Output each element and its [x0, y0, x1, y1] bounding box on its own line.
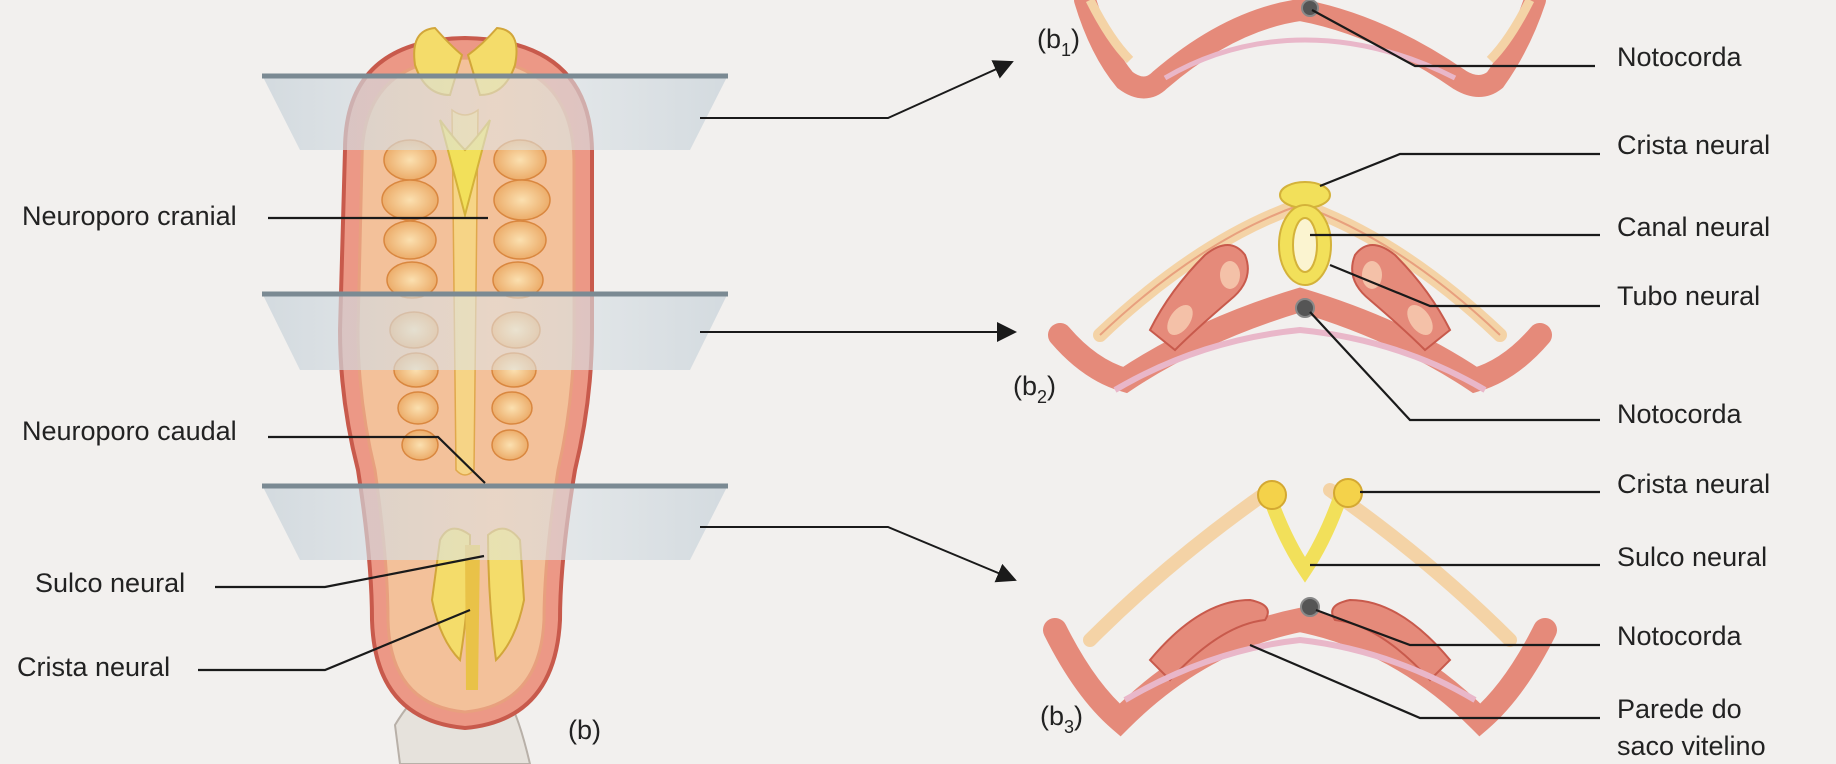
section-arrows [700, 62, 1015, 580]
panel-label-b2: (b2) [1013, 371, 1056, 407]
section-plane-2 [262, 293, 728, 370]
label-notocorda-b1: Notocorda [1617, 42, 1743, 72]
section-plane-1 [262, 75, 728, 150]
section-b2: (b2) Crista neural Canal neural Tubo neu… [1013, 130, 1770, 429]
label-notocorda-b2: Notocorda [1617, 399, 1743, 429]
section-b1: (b1) Notocorda [1037, 0, 1743, 88]
panel-label-b: (b) [568, 715, 601, 745]
arrow-to-b3 [700, 527, 1015, 580]
label-crista-neural-b3: Crista neural [1617, 469, 1770, 499]
label-parede-line1: Parede do [1617, 694, 1742, 724]
label-sulco-neural-main: Sulco neural [35, 568, 185, 598]
label-sulco-neural-b3: Sulco neural [1617, 542, 1767, 572]
panel-label-b1: (b1) [1037, 24, 1080, 60]
b3-notochord [1301, 598, 1319, 616]
embryo-dorsal-view [262, 28, 728, 764]
arrow-to-b1 [700, 62, 1012, 118]
b1-notochord [1302, 0, 1318, 16]
label-crista-neural-b2: Crista neural [1617, 130, 1770, 160]
section-b3: (b3) Crista neural Sulco neural Notocord… [1040, 469, 1770, 761]
label-crista-neural-main: Crista neural [17, 652, 170, 682]
b3-neural-groove [1270, 498, 1340, 570]
label-canal-neural-b2: Canal neural [1617, 212, 1770, 242]
label-tubo-neural-b2: Tubo neural [1617, 281, 1760, 311]
caudal-neural-groove [465, 545, 480, 690]
b3-neural-crest-right [1334, 479, 1362, 507]
label-neuroporo-cranial: Neuroporo cranial [22, 201, 237, 231]
panel-label-b3: (b3) [1040, 701, 1083, 737]
section-plane-3 [262, 485, 728, 560]
label-parede-line2: saco vitelino [1617, 731, 1766, 761]
label-neuroporo-caudal: Neuroporo caudal [22, 416, 237, 446]
b3-neural-crest-left [1258, 481, 1286, 509]
b3-mesoderm [1055, 620, 1545, 720]
label-notocorda-b3: Notocorda [1617, 621, 1743, 651]
b2-neural-canal [1293, 218, 1317, 272]
